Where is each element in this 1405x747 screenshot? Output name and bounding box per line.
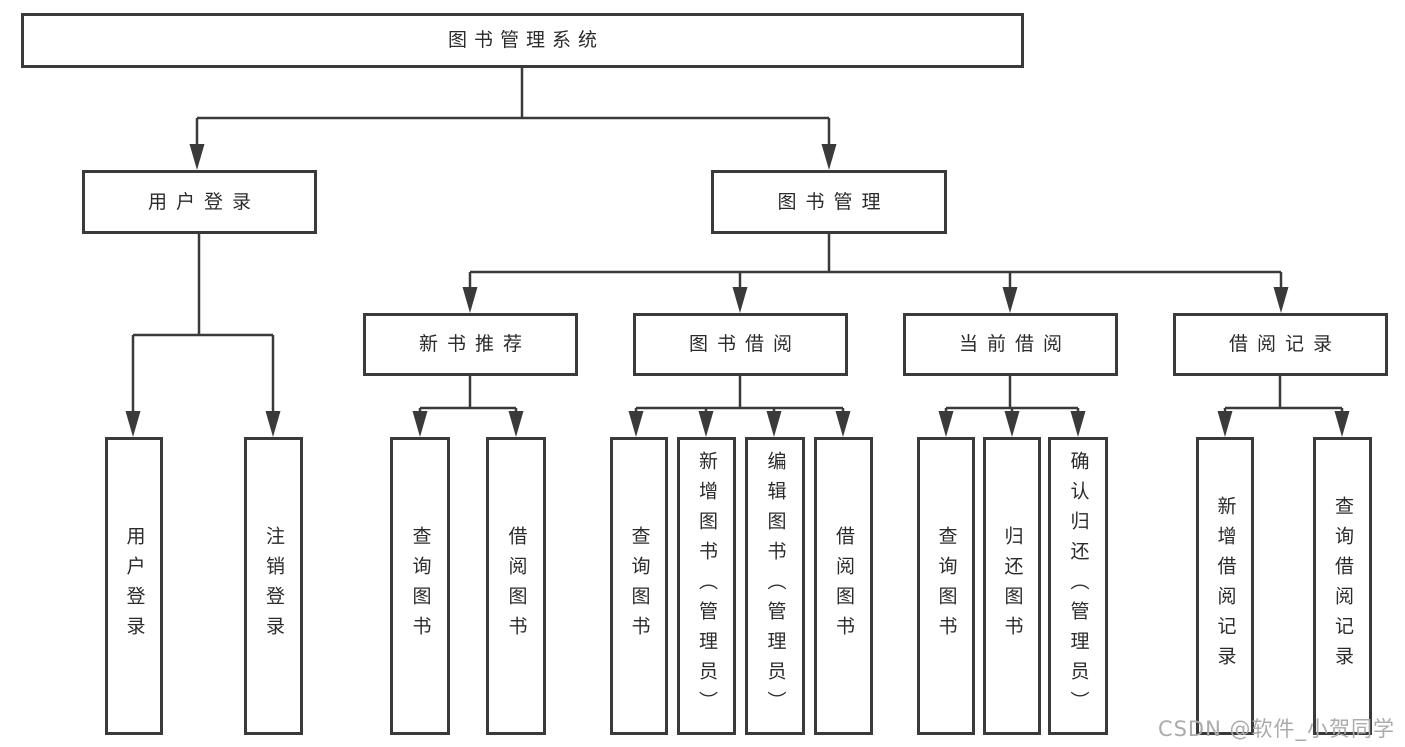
node-current-borrowing: 当前借阅 [903, 313, 1118, 376]
node-leaf-logout: 注销登录 [244, 437, 303, 735]
node-label: 借阅图书 [505, 526, 528, 646]
node-leaf-query-books-current: 查询图书 [917, 437, 975, 735]
node-leaf-add-borrow-record: 新增借阅记录 [1196, 437, 1254, 735]
node-label: 编辑图书（管理员） [764, 451, 787, 721]
node-leaf-query-borrow-record: 查询借阅记录 [1313, 437, 1372, 735]
node-label: 图书管理系统 [447, 29, 604, 51]
node-leaf-user-login: 用户登录 [105, 437, 163, 735]
node-root: 图书管理系统 [21, 13, 1024, 68]
node-leaf-return-books: 归还图书 [983, 437, 1041, 735]
node-label: 新增借阅记录 [1214, 496, 1237, 676]
node-label: 借阅记录 [1228, 333, 1341, 355]
node-label: 用户登录 [147, 190, 260, 213]
node-borrowing-records: 借阅记录 [1173, 313, 1388, 376]
node-label: 新增图书（管理员） [696, 451, 718, 721]
node-label: 用户登录 [123, 526, 146, 646]
node-label: 查询图书 [628, 526, 651, 646]
node-label: 查询图书 [935, 526, 958, 646]
node-book-management: 图书管理 [711, 170, 947, 234]
node-leaf-confirm-return-admin: 确认归还（管理员） [1048, 437, 1108, 735]
node-label: 查询借阅记录 [1332, 496, 1354, 676]
node-leaf-query-books-recommend: 查询图书 [390, 437, 450, 735]
node-label: 新书推荐 [418, 333, 531, 355]
node-label: 归还图书 [1001, 526, 1024, 646]
node-leaf-borrow-books-recommend: 借阅图书 [486, 437, 546, 735]
node-label: 图书管理 [777, 190, 890, 213]
node-label: 图书借阅 [688, 333, 801, 355]
node-new-book-recommend: 新书推荐 [363, 313, 578, 376]
node-user-login: 用户登录 [82, 170, 317, 234]
node-label: 注销登录 [263, 526, 285, 646]
node-label: 确认归还（管理员） [1067, 451, 1090, 721]
csdn-watermark: CSDN @软件_小贺同学 [1157, 717, 1395, 741]
node-label: 借阅图书 [833, 526, 855, 646]
node-leaf-query-books-borrowing: 查询图书 [610, 437, 668, 735]
node-leaf-edit-book-admin: 编辑图书（管理员） [745, 437, 805, 735]
node-leaf-borrow-books: 借阅图书 [814, 437, 873, 735]
node-leaf-add-book-admin: 新增图书（管理员） [677, 437, 736, 735]
node-label: 当前借阅 [958, 333, 1071, 355]
node-book-borrowing: 图书借阅 [633, 313, 848, 376]
node-label: 查询图书 [409, 526, 432, 646]
